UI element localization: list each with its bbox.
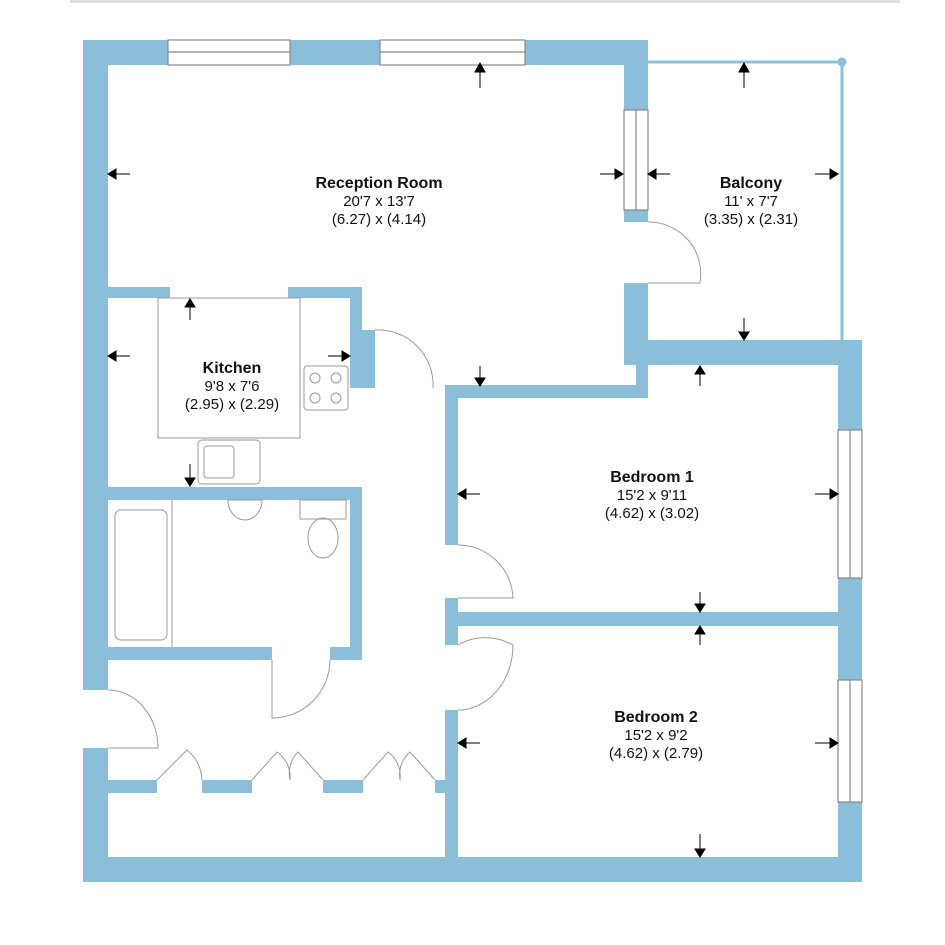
room-metric: (2.95) x (2.29): [184, 396, 280, 413]
toilet-icon: [299, 499, 347, 520]
room-name: Balcony: [719, 175, 783, 192]
balcony-railing: [648, 57, 847, 340]
bath-icon: [114, 509, 168, 641]
room-metric: (3.35) x (2.31): [703, 211, 799, 228]
room-name: Reception Room: [315, 175, 443, 192]
top-border: [70, 0, 900, 3]
room-label-balcony: Balcony 11' x 7'7 (3.35) x (2.31): [704, 175, 798, 229]
room-name: Bedroom 1: [610, 469, 694, 486]
room-imperial: 20'7 x 13'7: [343, 193, 415, 210]
basin-icon: [227, 499, 263, 521]
doors: [107, 221, 702, 781]
room-name: Kitchen: [202, 360, 262, 377]
windows: [167, 39, 863, 803]
walls: [83, 40, 862, 882]
room-metric: (4.62) x (2.79): [608, 745, 704, 762]
fixtures: [114, 297, 349, 647]
room-label-bedroom-1: Bedroom 1 15'2 x 9'11 (4.62) x (3.02): [605, 469, 699, 523]
room-imperial: 9'8 x 7'6: [204, 378, 260, 395]
sink-icon: [197, 439, 261, 485]
room-name: Bedroom 2: [614, 709, 698, 726]
room-imperial: 15'2 x 9'11: [616, 487, 688, 504]
room-label-bedroom-2: Bedroom 2 15'2 x 9'2 (4.62) x (2.79): [609, 709, 703, 763]
room-metric: (4.62) x (3.02): [604, 505, 700, 522]
room-imperial: 11' x 7'7: [724, 193, 778, 210]
room-imperial: 15'2 x 9'2: [624, 727, 688, 744]
room-label-kitchen: Kitchen 9'8 x 7'6 (2.95) x (2.29): [185, 360, 279, 414]
hob-icon: [303, 365, 349, 411]
dimension-arrows: [107, 61, 839, 858]
room-label-reception: Reception Room 20'7 x 13'7 (6.27) x (4.1…: [315, 175, 442, 229]
room-metric: (6.27) x (4.14): [331, 211, 427, 228]
